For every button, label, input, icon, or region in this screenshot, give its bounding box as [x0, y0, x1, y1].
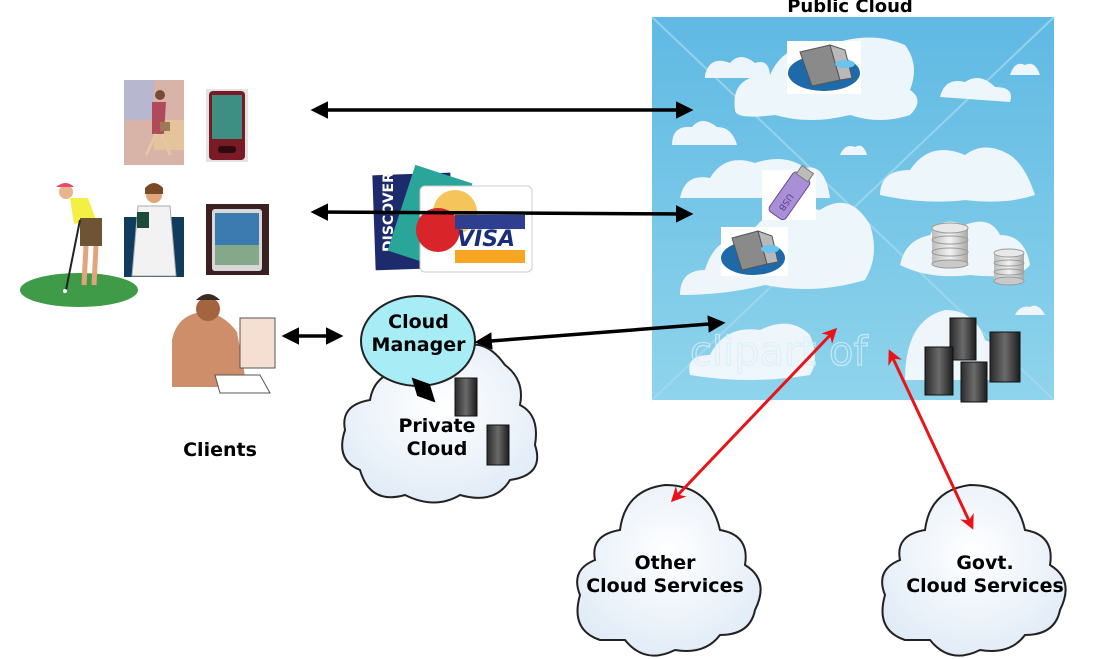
database-icon [931, 222, 969, 269]
connector-clients-row2-to-public-cloud [310, 203, 694, 223]
other-cloud-line1: Other [634, 552, 696, 574]
doctor-icon [124, 183, 184, 277]
clients-label: Clients [183, 439, 257, 461]
public-cloud-title: Public Cloud [787, 0, 913, 17]
private-cloud-line1: Private [398, 415, 476, 437]
office-worker-at-computer-icon [172, 294, 276, 394]
connector-public-to-other-cloud [670, 327, 838, 503]
cloud-manager-label: Cloud Manager [361, 311, 476, 357]
connector-cloud-manager-to-public-cloud [474, 315, 726, 350]
other-cloud-services-shape [576, 483, 762, 657]
usb-drive-icon: USB [762, 164, 816, 221]
private-cloud-line2: Cloud [406, 437, 468, 460]
smartphone-icon [206, 89, 248, 162]
visa-card-label: VISA [457, 227, 515, 252]
govt-cloud-line1: Govt. [956, 552, 1014, 574]
private-cloud-shape [341, 343, 539, 504]
golfer-icon [20, 183, 138, 307]
cloud-manager-line2: Manager [371, 333, 466, 356]
cd-drive-computer-icon [787, 41, 861, 94]
payment-cards-icon: DISCOVER VISA [372, 164, 533, 273]
other-cloud-services-label: Other Cloud Services [570, 552, 760, 598]
business-woman-icon [124, 80, 184, 165]
connector-cloud-manager-to-private-cloud [411, 377, 436, 403]
tablet-icon [206, 204, 269, 275]
watermark-text: clipart of [690, 329, 868, 375]
cloud-manager-line1: Cloud [388, 311, 449, 333]
connector-public-to-govt-cloud [888, 349, 974, 530]
other-cloud-line2: Cloud Services [586, 574, 744, 597]
database-icon [993, 248, 1025, 286]
govt-cloud-services-label: Govt. Cloud Services [890, 552, 1080, 598]
cd-drive-computer-icon [721, 227, 788, 276]
private-cloud-label: Private Cloud [382, 415, 492, 461]
govt-cloud-line2: Cloud Services [906, 574, 1064, 597]
